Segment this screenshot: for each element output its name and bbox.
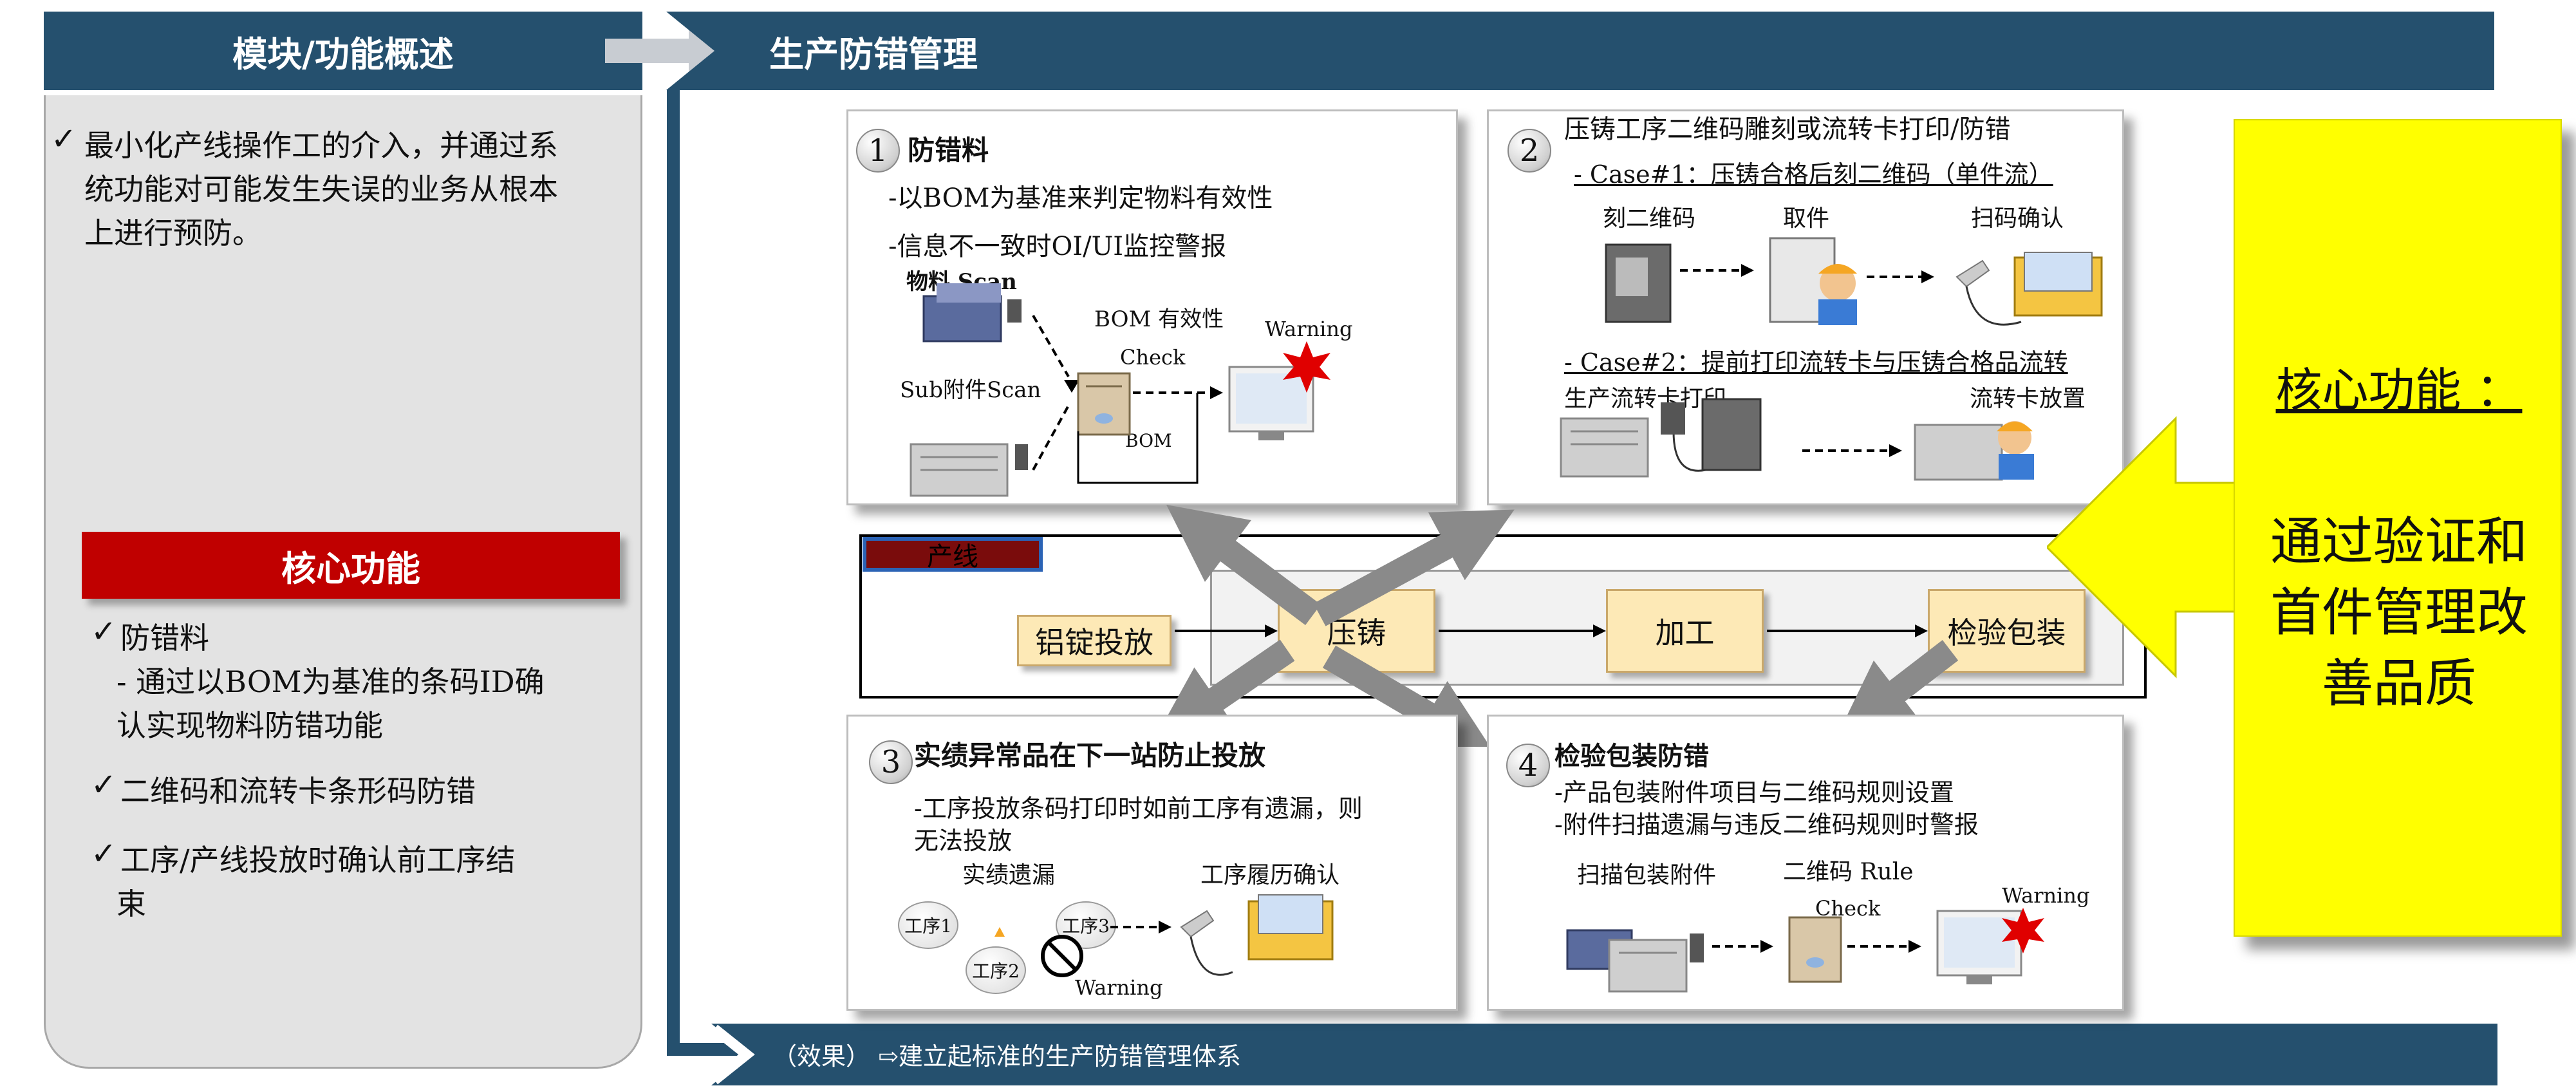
box-ingot-feeding: 铝锭投放 — [1017, 615, 1171, 666]
arrow-inspection-to-panel4 — [1836, 640, 1959, 738]
panel3-warning: Warning — [1075, 975, 1163, 1000]
footer-arrow-icon — [711, 1024, 755, 1085]
arrow-to-panel3 — [1159, 639, 1295, 743]
panel2-step-scan-confirm: 扫码确认 — [1971, 205, 2064, 232]
production-line-label: 产线 — [927, 542, 978, 572]
main-connector-line — [667, 90, 680, 1056]
process-2-bubble: 工序2 — [966, 946, 1026, 994]
panel-abnormal-prevention — [846, 715, 1458, 1011]
core-function-callout: 核心功能 ： 通过验证和 首件管理改 善品质 — [2234, 119, 2562, 937]
core-callout-line-1: 通过验证和 — [2270, 512, 2528, 572]
production-flow-arrows — [1175, 624, 1928, 637]
panel1-monitor-icon — [1228, 366, 1314, 440]
left-panel-header: 模块/功能概述 — [44, 12, 642, 90]
box-machining: 加工 — [1606, 589, 1764, 673]
core-callout-title: 核心功能 ： — [2275, 363, 2523, 417]
core-function-banner: 核心功能 — [82, 532, 620, 599]
grey-connector-arrows — [1159, 505, 1959, 747]
panel2-printer-2-icon — [1661, 398, 1762, 471]
main-connector-foot — [667, 1043, 744, 1056]
process-1-bubble: 工序1 — [898, 901, 958, 949]
arrow-to-panel1 — [1166, 505, 1321, 625]
core-callout-line-3: 善品质 — [2322, 653, 2476, 713]
panel2-ac-unit-icon — [1560, 417, 1649, 478]
core-function-banner-text: 核心功能 — [281, 548, 420, 589]
main-header: 生产防错管理 — [666, 12, 2494, 90]
yellow-callout-arrow-icon — [2047, 416, 2266, 679]
bullet-1-check: ✓ — [91, 614, 117, 650]
panel3-scanner-terminal-icon — [1180, 894, 1334, 976]
footer-text: （效果） ⇨建立起标准的生产防错管理体系 — [772, 1042, 1241, 1071]
left-panel-header-text: 模块/功能概述 — [232, 33, 454, 75]
panel4-rule: 二维码 Rule — [1783, 859, 1914, 885]
panel1-devices — [910, 283, 1330, 497]
box-inspection-packing: 检验包装 — [1928, 589, 2086, 673]
bullet-1-line-2: - 通过以BOM为基准的条码ID确 — [117, 664, 545, 699]
bullet-2-check: ✓ — [91, 767, 117, 803]
left-panel: ✓ 最小化产线操作工的介入，并通过系 统功能对可能发生失误的业务从根本 上进行预… — [44, 95, 642, 1069]
panel3-missing: 实绩遗漏 — [962, 862, 1056, 888]
panel1-line-1: -以BOM为基准来判定物料有效性 — [888, 183, 1273, 213]
intro-line-3: 上进行预防。 — [84, 216, 262, 250]
panel1-ac-unit-icon — [910, 443, 1028, 497]
bullet-1-line-1: 防错料 — [120, 621, 209, 655]
panel1-number: 1 — [856, 129, 900, 173]
panel4-line-2: -附件扫描遗漏与违反二维码规则时警报 — [1554, 811, 1979, 839]
panel1-warning-star-icon — [1283, 341, 1330, 393]
panel4-devices — [1566, 908, 2044, 993]
bullet-3-line-1: 工序/产线投放时确认前工序结 — [120, 843, 516, 877]
panel2-step-pickup: 取件 — [1783, 205, 1830, 232]
panel2-devices — [1560, 237, 2103, 481]
panel1-line-2: -信息不一致时OI/UI监控警报 — [888, 232, 1227, 261]
intro-line-1: 最小化产线操作工的介入，并通过系 — [84, 128, 558, 163]
panel3-line-2: 无法投放 — [914, 827, 1013, 855]
panel1-title: 防错料 — [908, 135, 989, 166]
intro-check: ✓ — [51, 121, 77, 157]
panel3-history: 工序履历确认 — [1200, 862, 1340, 888]
bullet-3-line-2: 束 — [117, 886, 146, 921]
panel3-title: 实绩异常品在下一站防止投放 — [914, 740, 1266, 771]
bullet-3-check: ✓ — [91, 836, 117, 872]
panel4-warning: Warning — [2002, 883, 2090, 908]
panel1-warning: Warning — [1265, 317, 1353, 341]
production-line-tab: 产线 — [863, 537, 1043, 572]
panel1-server-icon — [922, 283, 1022, 342]
bullet-2-line-1: 二维码和流转卡条形码防错 — [120, 774, 476, 809]
panel1-sub-scan: Sub附件Scan — [900, 377, 1041, 403]
panel2-number: 2 — [1507, 129, 1551, 173]
panel2-step-engrave: 刻二维码 — [1603, 205, 1696, 232]
footer-bar — [711, 1024, 2497, 1085]
panel2-worker-icon — [1769, 237, 1857, 325]
panel2-title: 压铸工序二维码雕刻或流转卡打印/防错 — [1564, 115, 2011, 144]
panel2-ac-worker-icon — [1914, 421, 2034, 481]
panel3-devices — [994, 894, 1334, 977]
panel4-warning-star-icon — [2002, 908, 2044, 953]
panel2-scanner-terminal-icon — [1955, 252, 2103, 326]
panel4-ac-server-icon — [1566, 929, 1704, 993]
core-callout-line-2: 首件管理改 — [2270, 583, 2528, 642]
panel1-check: Check — [1120, 345, 1186, 370]
panel2-case1: - Case#1：压铸合格后刻二维码（单件流） — [1574, 160, 2053, 189]
panel2-case2: - Case#2：提前打印流转卡与压铸合格品流转 — [1564, 348, 2068, 377]
arrow-to-panel2 — [1313, 509, 1515, 626]
panel4-line-1: -产品包装附件项目与二维码规则设置 — [1554, 778, 1954, 807]
panel4-title: 检验包装防错 — [1554, 741, 1709, 771]
panel3-line-1: -工序投放条码打印时如前工序有遗漏，则 — [914, 794, 1363, 823]
panel1-bom-valid: BOM 有效性 — [1094, 306, 1224, 332]
prohibited-icon — [1041, 935, 1083, 977]
process-3-bubble: 工序3 — [1056, 901, 1116, 949]
panel1-bom-server-icon — [1077, 372, 1131, 436]
panel2-step-print-card: 生产流转卡打印 — [1564, 386, 1727, 412]
panel1-bom: BOM — [1125, 430, 1172, 451]
panel2-printer-icon — [1605, 243, 1672, 323]
panel3-number: 3 — [869, 740, 913, 784]
bullet-1-line-3: 认实现物料防错功能 — [117, 708, 383, 743]
panel4-bom-server-icon — [1788, 916, 1842, 983]
intro-line-2: 统功能对可能发生失误的业务从根本 — [84, 172, 558, 207]
panel4-scan: 扫描包装附件 — [1577, 862, 1717, 888]
panel2-step-place-card: 流转卡放置 — [1970, 386, 2086, 412]
main-header-text: 生产防错管理 — [769, 33, 978, 75]
panel4-number: 4 — [1506, 744, 1550, 787]
